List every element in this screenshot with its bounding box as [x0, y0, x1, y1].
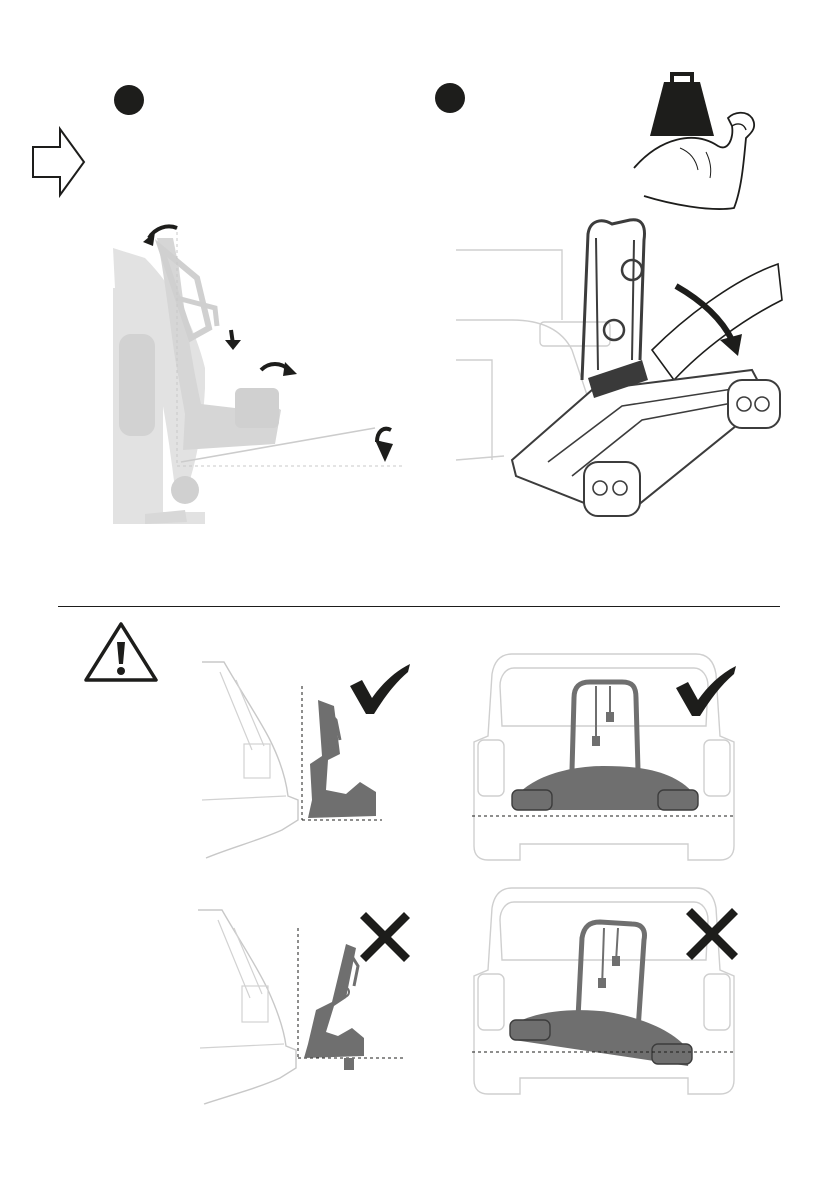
- check-mark-icon: [348, 660, 412, 716]
- section-divider: [58, 606, 780, 607]
- outline-right-arrow-icon: [30, 125, 88, 199]
- warning-triangle-icon: [82, 620, 160, 684]
- cross-mark-icon: [684, 906, 740, 962]
- check-mark-icon: [674, 662, 738, 718]
- bike-carrier-folding-perspective: [452, 210, 784, 522]
- bike-carrier-tilting-side-view: [105, 218, 415, 530]
- step-1-marker: [113, 84, 145, 116]
- step-2-marker: [434, 82, 466, 114]
- cross-mark-icon: [358, 910, 412, 964]
- flexed-arm-icon: [630, 108, 760, 220]
